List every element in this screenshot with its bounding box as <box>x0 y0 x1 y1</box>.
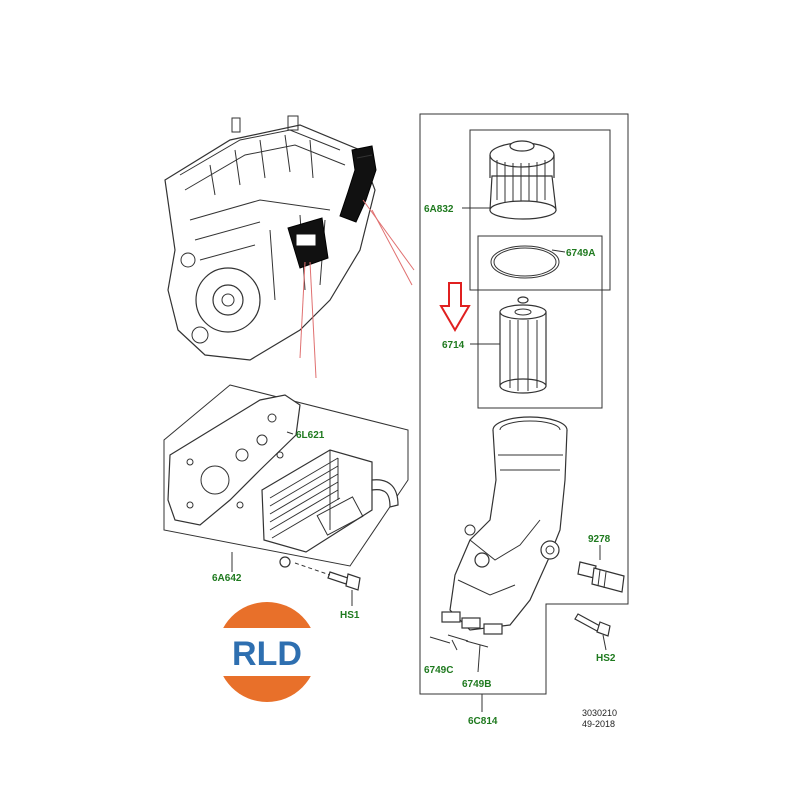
gasket <box>167 394 301 526</box>
filter-housing <box>429 416 568 648</box>
o-ring <box>490 245 560 279</box>
pressure-sensor <box>577 561 625 593</box>
filter-assembly-panel <box>419 113 629 712</box>
rld-logo: RLD <box>215 602 319 702</box>
rld-logo-text: RLD <box>232 635 302 673</box>
label-filter: 6714 <box>442 340 465 351</box>
label-seal-c: 6749C <box>424 665 453 676</box>
oil-filter-cap <box>489 140 557 220</box>
reference-number: 3030210 <box>582 708 617 718</box>
reference-date: 49-2018 <box>582 719 615 729</box>
label-gasket: 6L621 <box>296 430 325 441</box>
label-sensor: 9278 <box>588 534 611 545</box>
label-seal-b: 6749B <box>462 679 491 690</box>
label-o-ring: 6749A <box>566 248 595 259</box>
oil-filter-element <box>499 296 547 394</box>
label-cooler: 6A642 <box>212 573 242 584</box>
oil-cooler <box>261 449 399 568</box>
label-housing: 6C814 <box>468 716 498 727</box>
bolt-hs2 <box>574 613 611 637</box>
label-bolt-hs1: HS1 <box>340 610 360 621</box>
bolt-hs1 <box>294 562 361 591</box>
label-bolt-hs2: HS2 <box>596 653 616 664</box>
label-cap: 6A832 <box>424 204 454 215</box>
highlight-arrow <box>439 282 471 332</box>
oil-cooler-panel <box>163 384 409 606</box>
engine-illustration <box>164 115 415 379</box>
